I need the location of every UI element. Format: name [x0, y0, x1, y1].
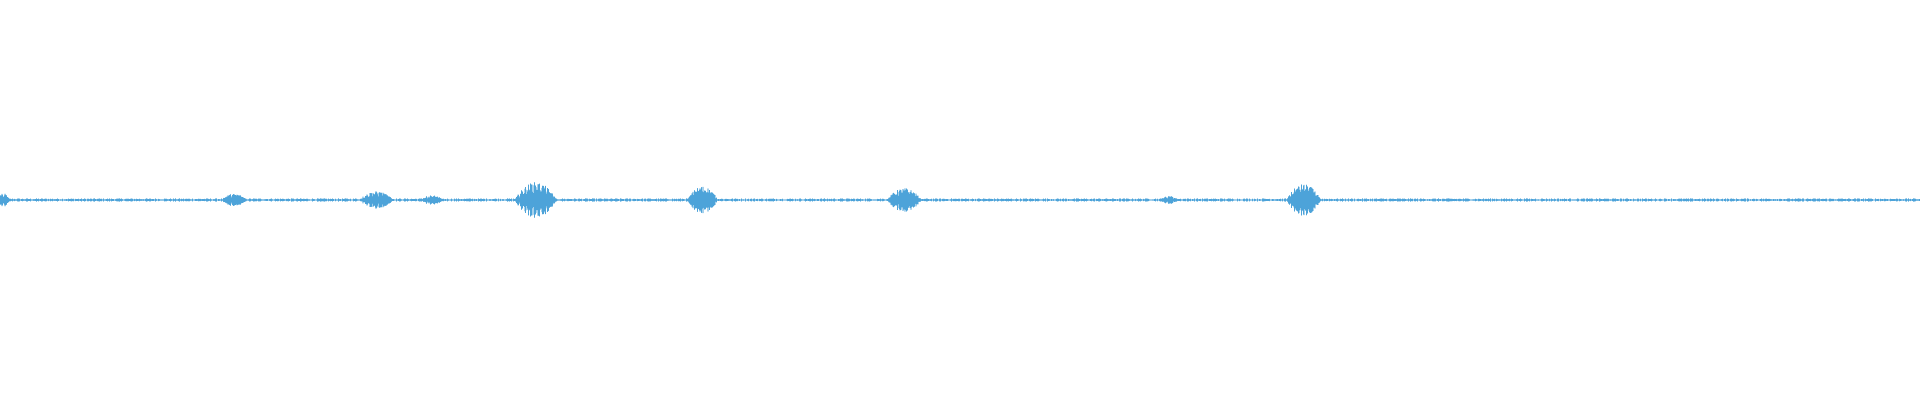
waveform-path: [0, 182, 1920, 218]
waveform-samples: [0, 182, 1920, 218]
